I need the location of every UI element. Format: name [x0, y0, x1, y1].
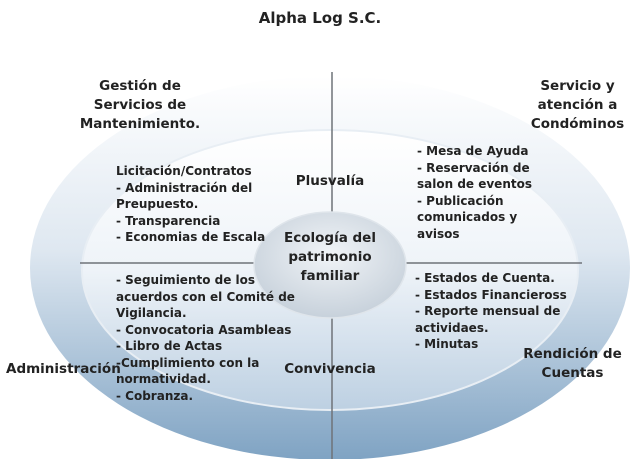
title-line: Cuentas [541, 365, 604, 381]
list-item: salon de eventos [417, 177, 532, 191]
quadrant-title-bottom-right: Rendición de Cuentas [515, 345, 630, 383]
list-item: Vigilancia. [116, 306, 187, 320]
list-item: - Convocatoria Asambleas [116, 322, 292, 337]
list-item: - Libro de Actas [116, 339, 223, 353]
list-item: normatividad. [116, 372, 211, 386]
title-line: Servicios de [93, 97, 187, 113]
convivencia-label: Convivencia [284, 361, 376, 377]
list-item: actividaes. [415, 320, 489, 335]
quadrant-title-top-left: Gestión de Servicios de Mantenimiento. [70, 77, 210, 134]
center-line: Ecología del [284, 230, 376, 246]
list-item: - Reservación de [417, 160, 530, 175]
list-item: avisos [417, 226, 460, 241]
list-item: - Administración del [116, 180, 253, 195]
title-line: Rendición de [523, 346, 622, 362]
list-item: acuerdos con el Comité de [116, 289, 295, 304]
diagram-title: Alpha Log S.C. [258, 9, 382, 27]
list-item: Preupuesto. [116, 197, 199, 211]
list-item: - Estados de Cuenta. [415, 271, 555, 285]
list-item: - Economias de Escala [116, 230, 266, 244]
list-item: -Cumplimiento con la [116, 355, 260, 370]
list-item: comunicados y [417, 210, 518, 224]
list-item: - Reporte mensual de [415, 304, 561, 318]
title-line: Servicio y [540, 78, 615, 94]
list-item: - Minutas [415, 337, 479, 351]
items-top-right: - Mesa de Ayuda - Reservación de salon d… [417, 143, 532, 242]
list-item: - Seguimiento de los [116, 273, 256, 287]
center-line: patrimonio [288, 249, 372, 265]
items-bottom-left: - Seguimiento de los acuerdos con el Com… [116, 272, 295, 404]
items-bottom-right: - Estados de Cuenta. - Estados Financier… [415, 270, 567, 353]
items-top-left: Licitación/Contratos - Administración de… [116, 163, 265, 246]
center-label: Ecología del patrimonio familiar [255, 229, 405, 286]
title-line: Condóminos [530, 116, 625, 132]
title-line: atención a [537, 97, 618, 113]
title-line: Mantenimiento. [79, 116, 201, 132]
center-ellipse [253, 211, 407, 319]
list-item: Licitación/Contratos [116, 164, 252, 178]
list-item: - Cobranza. [116, 388, 193, 403]
quadrant-title-bottom-left: Administración [6, 361, 121, 377]
list-item: - Estados Financieross [415, 287, 567, 302]
plusvalia-label: Plusvalía [295, 173, 365, 189]
list-item: - Mesa de Ayuda [417, 144, 529, 158]
list-item: - Transparencia [116, 213, 221, 228]
list-item: - Publicación [417, 193, 504, 208]
title-line: Gestión de [99, 78, 181, 94]
center-line: familiar [300, 268, 360, 284]
quadrant-title-top-right: Servicio y atención a Condóminos [515, 77, 640, 134]
